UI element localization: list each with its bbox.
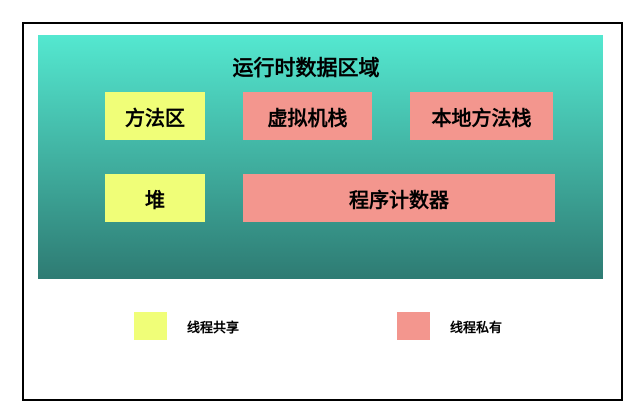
legend-private-label: 线程私有 (450, 321, 503, 336)
heap-box: 堆 (105, 174, 205, 222)
vm-stack-box: 虚拟机栈 (243, 92, 372, 140)
diagram-frame (22, 22, 623, 401)
method-area-box: 方法区 (105, 92, 205, 140)
program-counter-box: 程序计数器 (243, 174, 555, 222)
legend-shared-label: 线程共享 (187, 321, 240, 336)
legend-shared-swatch (134, 312, 167, 340)
runtime-data-area (38, 35, 603, 279)
diagram-title: 运行时数据区域 (232, 56, 380, 80)
legend-private-swatch (397, 312, 430, 340)
native-method-stack-box: 本地方法栈 (410, 92, 553, 140)
